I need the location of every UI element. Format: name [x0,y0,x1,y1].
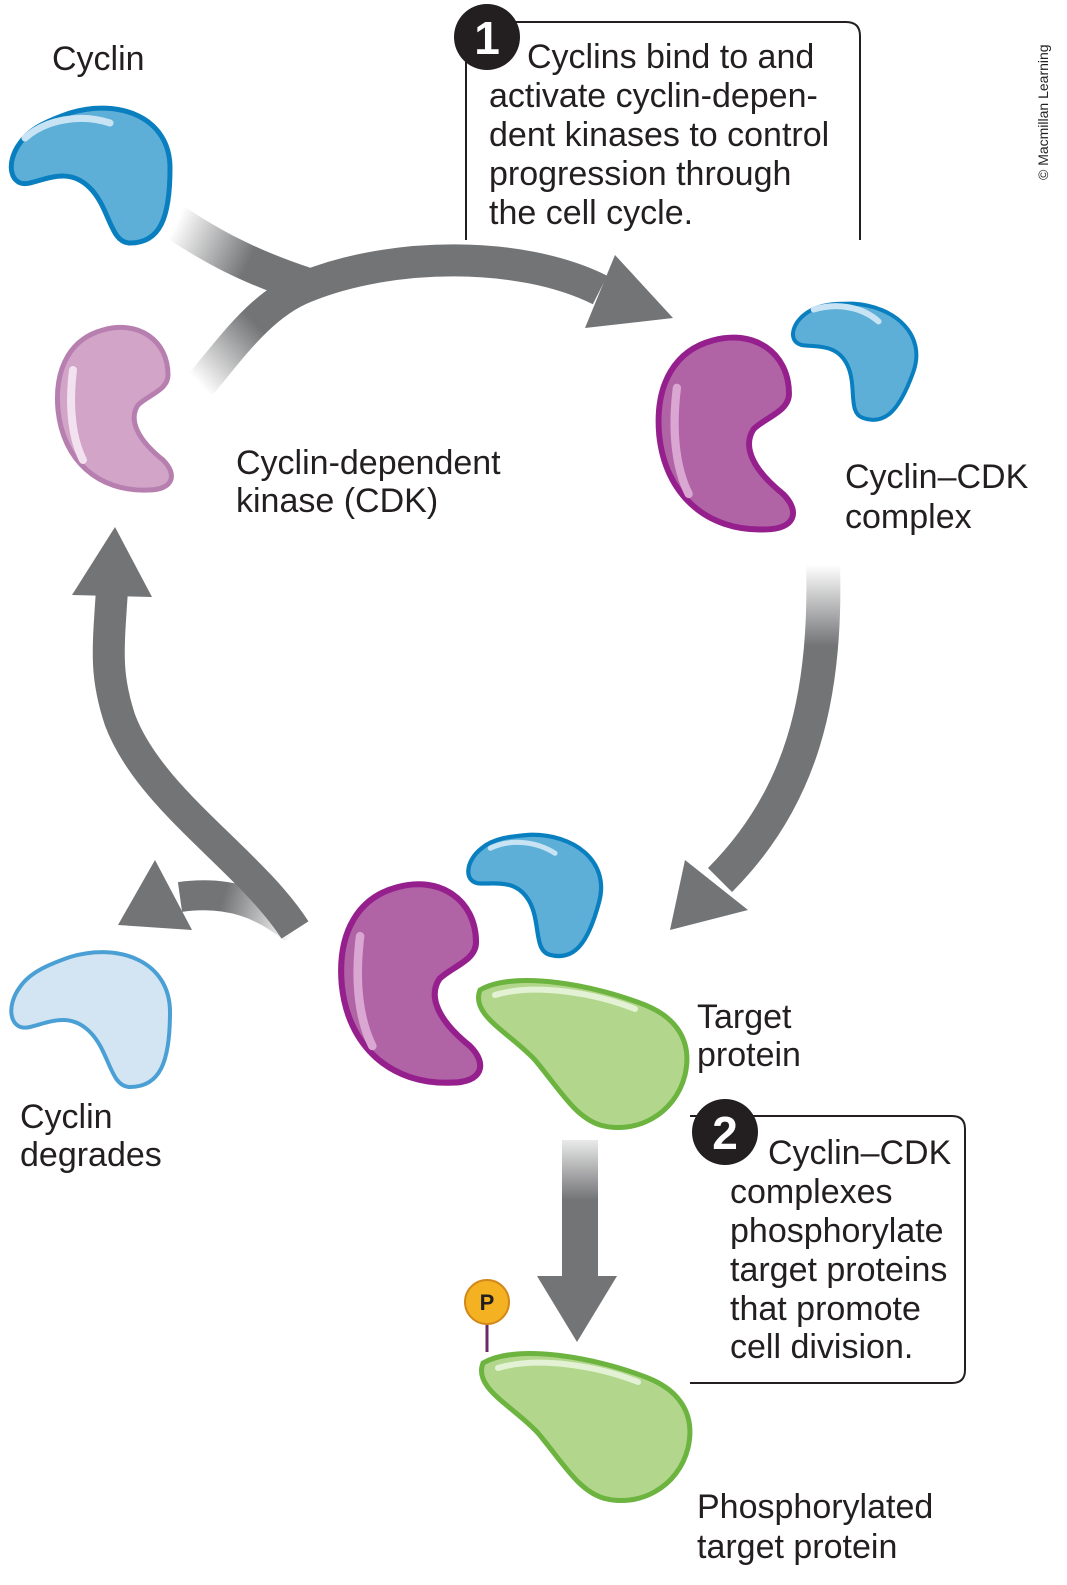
cyclin-protein [11,108,170,243]
cyclin-entry-arrow [165,206,311,303]
cdk-label-line2: kinase (CDK) [236,482,438,520]
target-label-line1: Target [697,998,792,1036]
callout-1-line: the cell cycle. [489,194,693,232]
cdk-protein [57,327,171,490]
copyright-credit: © Macmillan Learning [1035,44,1051,180]
cdk-label-line1: Cyclin-dependent [236,444,501,482]
callout-2-line: target proteins [730,1251,947,1289]
arrowhead-to-degraded [118,860,192,930]
arrowhead-to-cdk [72,527,152,597]
cyclin-cdk-complex [659,284,930,530]
phosphate-label: P [480,1290,495,1315]
complex-label-line2: complex [845,498,972,536]
callout-1-line: progression through [489,155,791,193]
callout-1-line: Cyclins bind to and [527,38,814,76]
bound-cyclin [452,818,612,964]
arrowhead-to-complex [585,255,673,328]
target-label-line2: protein [697,1036,801,1074]
complex-cdk [659,338,793,530]
callout-2-box [690,1115,966,1384]
cdk-to-complex-arrow [187,244,608,396]
callout-2-line: Cyclin–CDK [768,1134,952,1172]
degrades-label-line2: degrades [20,1136,162,1174]
callout-2-line: phosphorylate [730,1212,944,1250]
phosphorylation-arrow-shaft [562,1140,598,1280]
complex-cyclin [773,284,929,429]
arrowhead-to-phosphorylated [537,1276,617,1342]
degrades-label-line1: Cyclin [20,1098,113,1136]
return-arc-arrow [92,588,309,939]
degrade-branch-arrow [177,880,305,942]
callout-2-line: that promote [730,1290,921,1328]
complex-to-target-arrow [707,564,841,893]
target-protein [478,981,686,1128]
cyclin-label: Cyclin [52,40,145,78]
step-1-number: 1 [474,12,500,64]
arrowhead-to-target [670,860,748,930]
phos-label-line1: Phosphorylated [697,1488,933,1526]
callout-1-line: dent kinases to control [489,116,829,154]
callout-2-line: complexes [730,1173,893,1211]
callout-1-line: activate cyclin-depen- [489,77,818,115]
step-1-badge [454,4,520,70]
step-2-badge [692,1099,758,1165]
phosphate-group [464,1279,510,1325]
step-2-number: 2 [712,1107,738,1159]
callout-2-line: cell division. [730,1328,913,1366]
target-complex [341,818,687,1128]
degraded-cyclin [9,950,172,1089]
phos-label-line2: target protein [697,1528,897,1566]
complex-label-line1: Cyclin–CDK [845,458,1029,496]
bound-cdk [341,884,480,1082]
phosphorylated-target-protein [481,1354,689,1501]
